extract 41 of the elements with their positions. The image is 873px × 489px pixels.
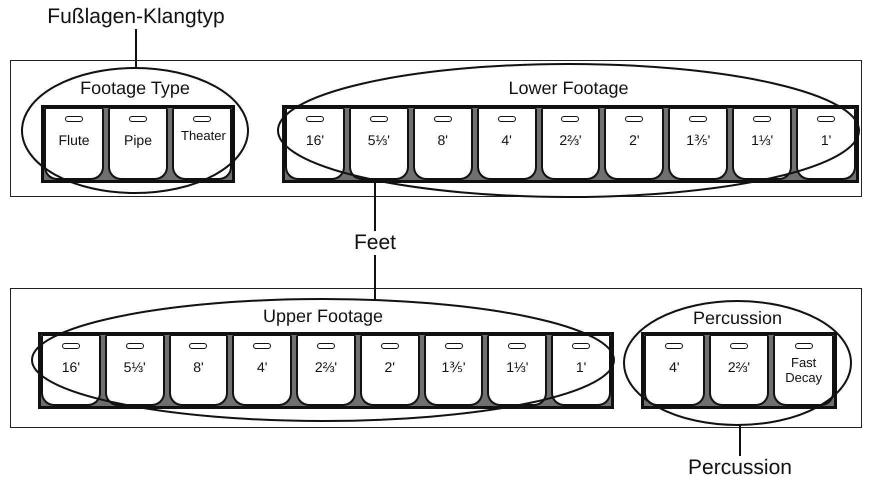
tab-button: 4'	[476, 108, 537, 180]
control-panel	[10, 60, 862, 197]
tab-button: 2⅔'	[708, 335, 770, 406]
leader-line	[374, 180, 376, 231]
tab-button: Fast Decay	[773, 335, 834, 406]
callout-label: Feet	[354, 231, 396, 255]
tab-button: 1⅗'	[424, 335, 484, 406]
tab-button: 8'	[412, 108, 473, 180]
tab-button: 5⅓'	[348, 108, 409, 180]
control-panel	[10, 288, 862, 428]
tab-button: 4'	[644, 335, 705, 406]
leader-line	[135, 29, 137, 68]
leader-line	[739, 424, 741, 456]
tab-button: 1⅓'	[487, 335, 548, 406]
group-title: Percussion	[692, 308, 782, 329]
group-ellipse	[21, 67, 249, 194]
tab-button: 2'	[604, 108, 664, 180]
group-title: Upper Footage	[262, 306, 384, 327]
tab-button: 1'	[796, 108, 856, 180]
tab-button: 1⅓'	[732, 108, 792, 180]
tab-button: 2'	[360, 335, 420, 406]
tab-button: 16'	[41, 335, 101, 406]
group-ellipse	[623, 300, 852, 426]
tab-button: 1⅗'	[668, 108, 728, 180]
group-ellipse	[31, 298, 615, 422]
tab-button: 16'	[285, 108, 345, 180]
tab-button: 5⅓'	[104, 335, 165, 406]
group-title: Lower Footage	[508, 78, 629, 99]
group-ellipse	[277, 63, 860, 198]
tab-button: Flute	[44, 108, 104, 180]
tab-button: 1'	[551, 335, 611, 406]
tab-button: Pipe	[108, 108, 168, 180]
tab-button: 2⅔'	[296, 335, 356, 406]
tab-button: 8'	[168, 335, 228, 406]
tab-button: 2⅔'	[540, 108, 600, 180]
callout-label: Percussion	[688, 456, 792, 480]
tab-button: Theater	[172, 108, 232, 180]
callout-label: Fußlagen-Klangtyp	[47, 5, 225, 29]
group-title: Footage Type	[80, 78, 190, 99]
leader-line	[374, 255, 376, 300]
tab-button: 4'	[232, 335, 292, 406]
